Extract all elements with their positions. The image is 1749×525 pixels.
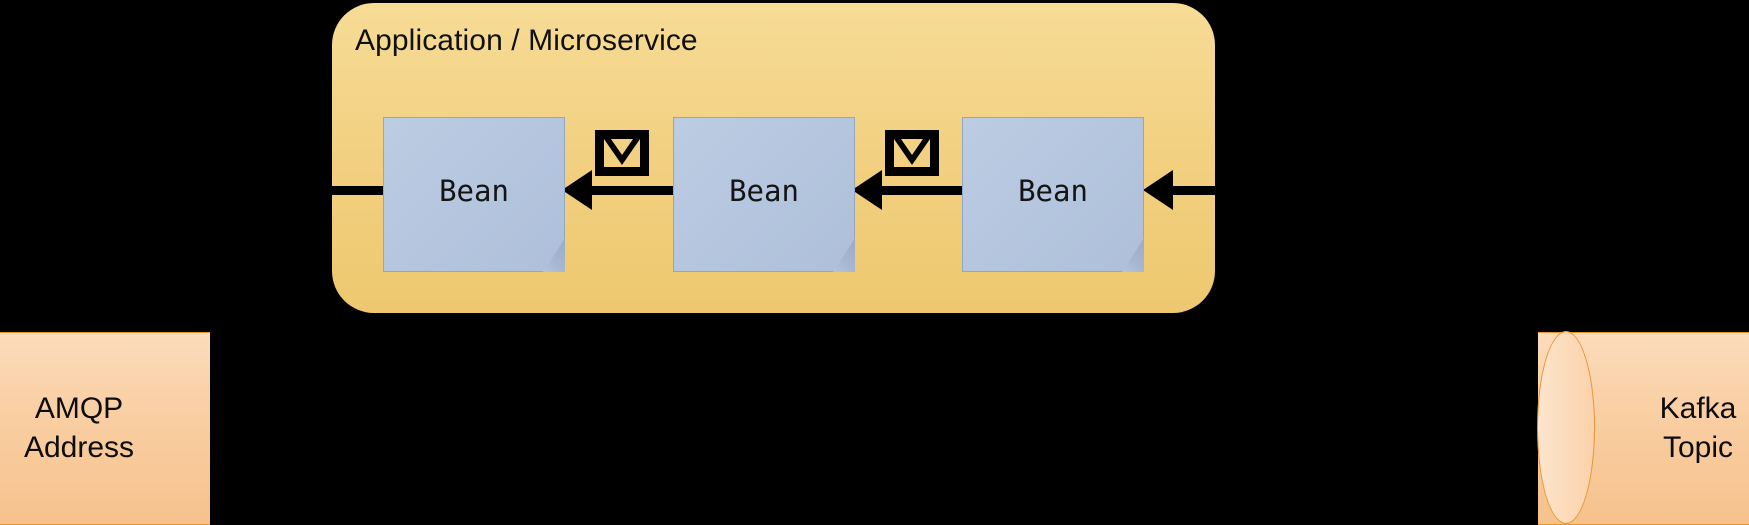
arrow-segment-outbound [330, 186, 386, 195]
amqp-address-cylinder[interactable]: AMQP Address [0, 332, 210, 525]
envelope-body [595, 130, 649, 176]
arrow-segment-bean2-to-bean1 [588, 186, 676, 195]
bean-box-3[interactable]: Bean [962, 117, 1144, 272]
arrow-segment-bean3-to-bean2 [878, 186, 966, 195]
arrow-head-to-bean-2 [852, 170, 882, 210]
amqp-label-line-2: Address [23, 430, 135, 464]
bean-box-2[interactable]: Bean [673, 117, 855, 272]
kafka-topic-cylinder[interactable]: Kafka Topic [1537, 331, 1749, 525]
bean-sheet [383, 117, 565, 272]
envelope-icon [595, 130, 649, 176]
amqp-label-line-1: AMQP [34, 392, 124, 426]
amqp-address-label: AMQP Address [0, 332, 210, 525]
envelope-flap-inner [611, 139, 633, 155]
bean-label: Bean [439, 173, 509, 208]
bean-label: Bean [729, 173, 799, 208]
envelope-flap-inner [901, 139, 923, 155]
bean-sheet [673, 117, 855, 272]
kafka-topic-label: Kafka Topic [1538, 332, 1749, 525]
bean-sheet [962, 117, 1144, 272]
envelope-icon [885, 130, 939, 176]
kafka-label-line-1: Kafka [1659, 392, 1737, 426]
arrow-head-to-bean-1 [562, 170, 592, 210]
arrow-segment-inbound [1168, 186, 1228, 195]
cylinder-body [0, 332, 210, 525]
application-container-title: Application / Microservice [355, 24, 698, 57]
cylinder-cap [1537, 331, 1595, 524]
kafka-label-line-2: Topic [1662, 430, 1734, 464]
envelope-body [885, 130, 939, 176]
bean-box-1[interactable]: Bean [383, 117, 565, 272]
bean-label: Bean [1018, 173, 1088, 208]
